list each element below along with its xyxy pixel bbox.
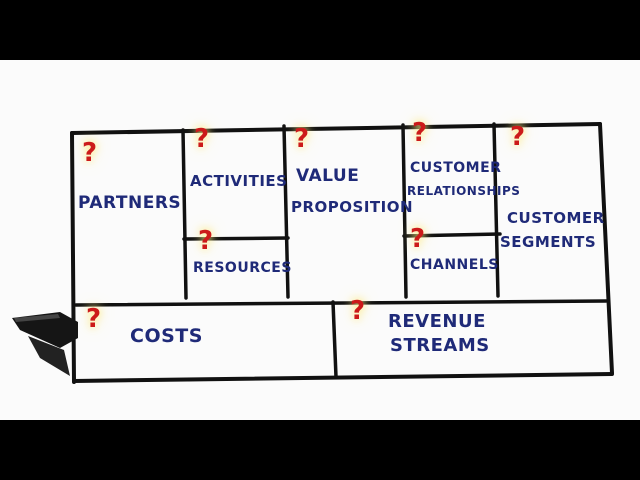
activities-question-mark: ? bbox=[194, 124, 210, 154]
value-proposition-label-line1: VALUE bbox=[296, 166, 360, 186]
customer-relationships-question-mark: ? bbox=[412, 118, 428, 148]
activities-label: ACTIVITIES bbox=[190, 172, 288, 190]
resources-label: RESOURCES bbox=[193, 260, 292, 276]
value-question-mark: ? bbox=[294, 124, 310, 154]
costs-label: COSTS bbox=[130, 325, 203, 347]
revenue-question-mark: ? bbox=[350, 296, 366, 326]
letterbox-bottom bbox=[0, 420, 640, 480]
whiteboard bbox=[0, 60, 640, 420]
grid-lines bbox=[70, 122, 614, 384]
channels-label: CHANNELS bbox=[410, 257, 499, 273]
revenue-streams-label-line2: STREAMS bbox=[390, 335, 490, 356]
segments-question-mark: ? bbox=[510, 122, 526, 152]
channels-question-mark: ? bbox=[410, 224, 426, 254]
customer-relationships-label-line1: CUSTOMER bbox=[410, 160, 502, 176]
value-proposition-label-line2: PROPOSITION bbox=[291, 198, 414, 216]
marker-tip bbox=[12, 312, 78, 376]
customer-segments-label-line2: SEGMENTS bbox=[500, 233, 597, 251]
partners-label: PARTNERS bbox=[78, 193, 182, 213]
costs-question-mark: ? bbox=[86, 304, 102, 334]
customer-relationships-label-line2: RELATIONSHIPS bbox=[407, 184, 521, 198]
letterbox-top bbox=[0, 0, 640, 60]
revenue-streams-label-line1: REVENUE bbox=[388, 311, 486, 332]
customer-segments-label-line1: CUSTOMER bbox=[507, 209, 605, 227]
partners-question-mark: ? bbox=[82, 138, 98, 168]
resources-question-mark: ? bbox=[198, 226, 214, 256]
